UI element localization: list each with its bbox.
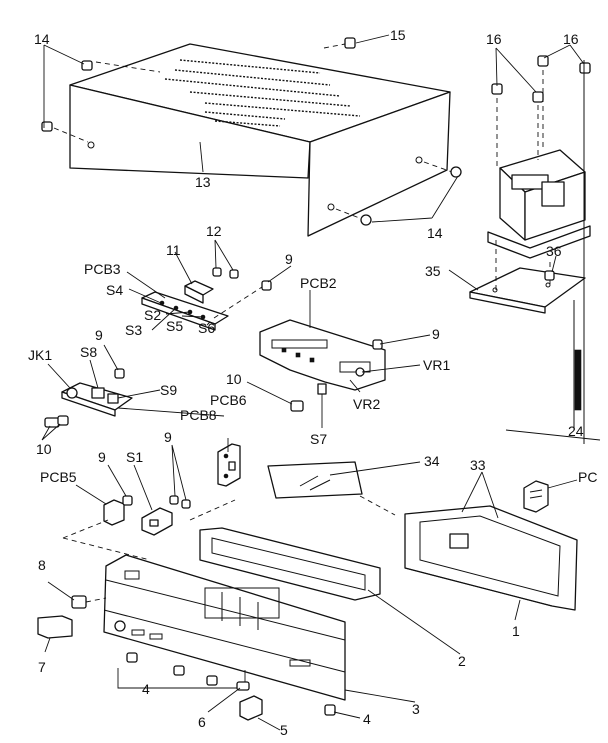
label-s8: S8 — [80, 344, 97, 360]
knob-8 — [71, 595, 107, 609]
label-9-pcb3: 9 — [285, 251, 293, 267]
label-34: 34 — [424, 453, 440, 469]
label-24: 24 — [568, 423, 584, 439]
label-4-right: 4 — [363, 711, 371, 727]
label-10-left: 10 — [36, 441, 52, 457]
screw-36 — [544, 270, 555, 281]
knob-10-left — [44, 415, 69, 428]
label-s1: S1 — [126, 449, 143, 465]
label-s5: S5 — [166, 318, 183, 334]
pcb5-part — [103, 499, 125, 526]
screw-9-pcb2 — [372, 339, 383, 350]
screw-9-pcb8 — [114, 368, 125, 379]
label-7: 7 — [38, 659, 46, 675]
rear-chassis-panel — [505, 60, 601, 444]
screw-14-right-lower — [360, 214, 372, 226]
label-16-left: 16 — [486, 31, 502, 47]
label-13: 13 — [195, 174, 211, 190]
label-35: 35 — [425, 263, 441, 279]
screw-14-left-upper — [81, 60, 93, 71]
knob-10-center — [290, 400, 304, 412]
leader-lines — [41, 34, 585, 731]
switch-s1 — [141, 507, 173, 536]
front-panel-3 — [103, 554, 346, 701]
top-cover — [53, 43, 453, 237]
label-9-pcb8: 9 — [95, 327, 103, 343]
label-33: 33 — [470, 457, 486, 473]
window-frame-2 — [199, 527, 381, 601]
label-15: 15 — [390, 27, 406, 43]
power-transformer — [487, 70, 591, 259]
label-3: 3 — [412, 701, 420, 717]
label-s2: S2 — [144, 307, 161, 323]
knob-7 — [37, 615, 73, 639]
pcb8-board — [61, 382, 133, 417]
label-s7: S7 — [310, 431, 327, 447]
screw-15 — [344, 37, 356, 49]
label-pcb8: PCB8 — [180, 407, 217, 423]
screw-16-c — [537, 55, 549, 67]
label-s4: S4 — [106, 282, 123, 298]
pcb2-board — [259, 319, 386, 395]
label-pcb6: PCB6 — [210, 392, 247, 408]
feet-4 — [117, 652, 246, 689]
screw-9-pcb3 — [213, 280, 272, 319]
screw-14-right-upper — [450, 166, 462, 178]
label-s3: S3 — [125, 322, 142, 338]
label-jk1: JK1 — [28, 347, 52, 363]
label-12: 12 — [206, 223, 222, 239]
screw-9-pcb5 — [122, 495, 133, 506]
label-10-center: 10 — [226, 371, 242, 387]
label-2: 2 — [458, 653, 466, 669]
label-s6: S6 — [198, 320, 215, 336]
label-pcb2: PCB2 — [300, 275, 337, 291]
screw-16-b — [532, 91, 544, 103]
part-labels: 14 15 16 16 13 14 12 11 PCB3 9 PCB2 S4 S… — [28, 27, 597, 738]
part-5 — [239, 695, 263, 721]
display-filter-34 — [267, 461, 363, 499]
pc-board — [523, 480, 549, 513]
screws-12 — [212, 267, 239, 279]
foot-4-right — [324, 704, 336, 716]
label-9-pcb2: 9 — [432, 326, 440, 342]
label-9-pcb5: 9 — [98, 449, 106, 465]
label-vr2: VR2 — [353, 396, 380, 412]
label-5: 5 — [280, 722, 288, 738]
label-1: 1 — [512, 623, 520, 639]
label-11: 11 — [166, 242, 181, 258]
label-pcb3: PCB3 — [84, 261, 121, 277]
pcb6-board — [217, 443, 241, 487]
label-pc: PC — [578, 469, 597, 485]
label-14-top-left: 14 — [34, 31, 50, 47]
screw-14-left-lower — [41, 121, 53, 132]
screw-16-d — [579, 62, 591, 74]
screws-9-s1 — [169, 495, 191, 509]
label-8: 8 — [38, 557, 46, 573]
label-pcb5: PCB5 — [40, 469, 77, 485]
label-16-right: 16 — [563, 31, 579, 47]
part-11-bracket — [184, 280, 214, 304]
label-36: 36 — [546, 243, 562, 259]
label-s9: S9 — [160, 382, 177, 398]
label-vr1: VR1 — [423, 357, 450, 373]
label-14-right: 14 — [427, 225, 443, 241]
label-6: 6 — [198, 714, 206, 730]
label-9-s1: 9 — [164, 429, 172, 445]
sub-chassis-1 — [404, 505, 578, 611]
label-4-left: 4 — [142, 681, 150, 697]
bracket-35 — [469, 240, 586, 314]
